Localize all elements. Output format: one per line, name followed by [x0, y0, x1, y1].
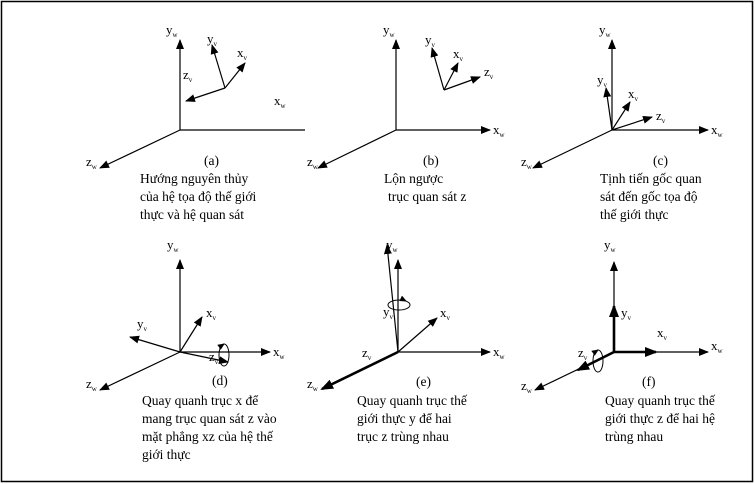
view-z-axis	[576, 350, 615, 372]
label-view-x: xv	[440, 305, 451, 322]
label-world-x: xw	[273, 344, 286, 361]
label-world-y: yw	[167, 237, 180, 254]
label-world-z: zw	[86, 154, 98, 171]
label-view-z: zv	[183, 67, 193, 84]
label-world-y: yw	[383, 22, 396, 39]
label-view-x: xv	[657, 325, 668, 342]
world-z-axis	[317, 129, 397, 169]
label-world-z: zw	[521, 378, 533, 395]
panel-d: yw xw zw yv xv zv (d) Quay quanh trục x …	[86, 237, 286, 462]
label-view-z: zv	[484, 64, 494, 81]
rotation-arrow-head	[217, 343, 225, 350]
view-y-axis	[210, 44, 226, 89]
view-y-axis	[129, 335, 181, 353]
panel-c: yw xw zw yv xv zv (c) Tịnh tiến gốc quan…	[521, 22, 724, 222]
rotation-arrow-head	[399, 295, 407, 302]
panel-tag: (f)	[642, 374, 656, 389]
panel-caption: Lộn ngược trục quan sát z	[384, 171, 466, 204]
panel-a: yw xw zw yv xv zv (a) Hướng nguyên thủy …	[86, 22, 305, 222]
label-view-z: zv	[656, 108, 666, 125]
view-x-axis	[224, 62, 246, 89]
rotation-arrow	[218, 343, 230, 367]
view-y-axis	[383, 244, 399, 353]
view-y-axis	[430, 47, 445, 91]
world-z-axis	[99, 351, 181, 391]
panel-caption: Quay quanh trục x để mang trục quan sát …	[142, 393, 280, 462]
label-world-y: yw	[166, 22, 179, 39]
panel-tag: (b)	[423, 153, 439, 168]
label-world-x: xw	[711, 122, 724, 139]
label-view-y: yv	[621, 305, 632, 322]
panel-tag: (d)	[212, 373, 228, 388]
label-view-y: yv	[207, 31, 218, 48]
view-x-axis	[443, 62, 459, 91]
label-world-x: xw	[493, 344, 506, 361]
world-z-axis	[99, 129, 181, 169]
label-world-y: yw	[604, 237, 617, 254]
label-world-z: zw	[307, 154, 319, 171]
view-y-axis	[603, 87, 613, 131]
label-view-x: xv	[628, 86, 639, 103]
panel-caption: Hướng nguyên thủy của hệ tọa độ thế giới…	[140, 171, 260, 222]
view-z-axis	[185, 87, 226, 102]
label-world-y: yw	[386, 237, 399, 254]
label-view-z: zv	[362, 345, 372, 362]
label-world-y: yw	[599, 22, 612, 39]
rotation-arrow	[387, 299, 411, 311]
label-view-z: zv	[209, 349, 219, 366]
panel-tag: (c)	[653, 153, 668, 168]
view-x-axis	[179, 316, 203, 353]
label-world-z: zw	[86, 376, 98, 393]
label-view-x: xv	[453, 46, 464, 63]
view-z-axis	[443, 76, 481, 91]
view-z-axis	[179, 351, 229, 365]
label-view-y: yv	[137, 316, 148, 333]
panel-tag: (e)	[416, 374, 431, 389]
world-z-axis	[532, 129, 613, 169]
label-world-x: xw	[274, 93, 287, 110]
panel-caption: Tịnh tiến gốc quan sát đến gốc tọa độ th…	[600, 171, 705, 222]
view-z-axis	[611, 115, 653, 131]
panel-f: yw xw zw yv xv zv (f) Quay quanh trục th…	[521, 237, 724, 444]
view-x-axis	[397, 317, 438, 353]
label-world-z: zw	[307, 376, 319, 393]
label-view-y: yv	[597, 72, 608, 89]
label-view-y: yv	[425, 32, 436, 49]
rotation-arrow-head	[591, 349, 599, 356]
view-x-axis	[611, 101, 631, 131]
label-view-x: xv	[206, 305, 217, 322]
panel-tag: (a)	[204, 153, 219, 168]
panel-e: yw xw zw yv xv zv (e) Quay quanh trục th…	[307, 237, 506, 444]
panel-caption: Quay quanh trục thế giới thực z để hai h…	[605, 393, 718, 444]
label-view-y: yv	[383, 304, 394, 321]
label-view-x: xv	[237, 45, 248, 62]
label-view-z: zv	[578, 345, 588, 362]
label-world-z: zw	[521, 154, 533, 171]
panel-b: yw xw zw yv xv zv (b) Lộn ngược trục qua…	[307, 22, 506, 204]
label-world-x: xw	[493, 122, 506, 139]
panel-caption: Quay quanh trục thế giới thực y để hai t…	[357, 393, 470, 444]
label-world-x: xw	[711, 338, 724, 355]
world-z-axis	[320, 350, 399, 391]
